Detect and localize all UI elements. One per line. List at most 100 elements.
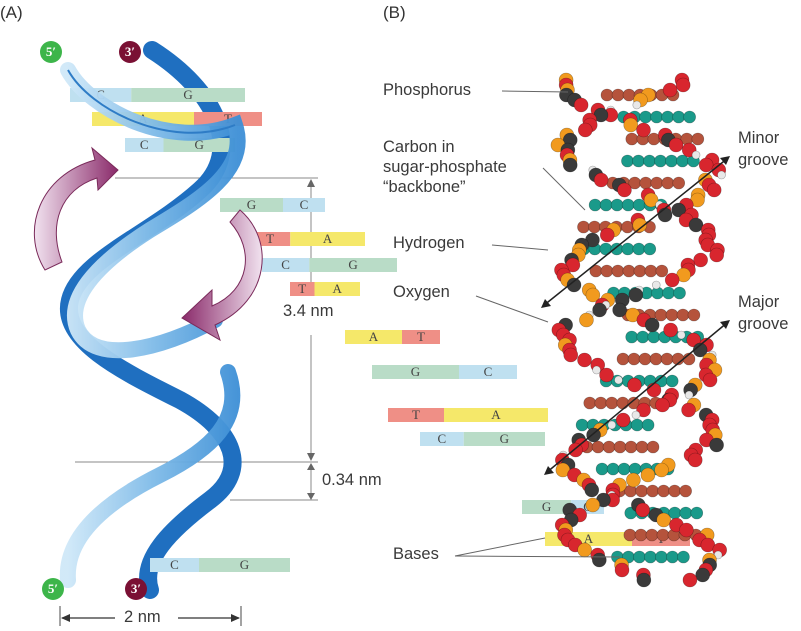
base-letter-right: G [500,431,509,446]
base-atom [654,308,668,322]
base-letter-left: T [266,231,274,246]
base-right [290,232,365,246]
base-atom [621,154,634,168]
base-atom [672,176,686,190]
base-atom [635,484,648,498]
oxygen-atom [681,402,696,418]
minor-groove-label-line1: Minor [738,129,780,147]
base-atom [575,418,589,432]
phosphorus-atom [623,117,639,133]
base-atom [655,264,669,278]
hydrogen-atom [607,420,617,430]
carbon-atom [562,157,578,173]
base-right [309,258,397,272]
base-atom [622,88,636,102]
turn-length-label: 3.4 nm [283,302,334,320]
base-right [459,365,517,379]
base-atom [683,110,696,124]
base-atom [632,154,645,168]
phosphorus-atom [585,287,601,303]
diameter-arrow-left [61,614,70,622]
minor-groove-arrowhead-down [541,299,551,308]
oxygen-atom [664,272,680,288]
phosphorus-atom [626,472,641,488]
oxygen-atom [577,352,592,368]
base-right [194,112,262,126]
five-prime-bottom-badge: 5′ [42,578,64,600]
minor-groove-arrow [542,157,729,307]
carbon-atom [671,202,686,218]
turn-dim-arrow-up [307,179,315,187]
base-atom [657,484,670,498]
hydrogen-atom [592,365,601,375]
base-atom [636,330,650,344]
oxygen-atom [686,332,701,348]
carbon-atom [695,567,710,583]
carbon-label-line2: sugar-phosphate [383,158,507,176]
carbon-atom [592,302,607,318]
base-letter-right: G [195,137,204,152]
base-left [372,365,459,379]
base-atom [591,440,605,454]
base-letter-right: A [333,281,343,296]
base-letter-left: G [247,197,256,212]
carbon-atom [591,552,607,568]
base-atom [646,440,660,454]
oxygen-atom [675,77,691,93]
base-atom [613,440,627,454]
base-letter-left: T [298,281,306,296]
panel-a-label: (A) [0,3,23,22]
base-letter-left: C [170,557,179,572]
base-right [163,138,235,152]
base-letter-right: G [183,87,192,102]
base-letter-left: A [584,531,594,546]
base-atom [616,396,630,410]
carbon-atom [628,287,644,303]
base-atom [649,352,663,366]
base-letter-right: G [348,257,357,272]
carbon-atom [636,572,652,588]
hydrogen-leader [491,244,549,251]
diameter-arrow-right [231,614,240,622]
base-atom [577,220,590,234]
base-atom [639,110,652,124]
base-atom [632,242,646,256]
base-atom [633,264,647,278]
base-atom [654,154,667,168]
oxygen-leader [475,295,549,323]
base-letter-right: A [491,407,501,422]
base-atom [641,418,655,432]
base-letter-right: G [240,557,249,572]
rotation-arrow-upper-left [33,146,119,271]
base-atom [676,308,690,322]
backbone-strand-light-edge [67,69,236,134]
phosphorus-leader [501,90,569,93]
panel-b-label: (B) [383,3,406,22]
oxygen-atom [636,122,651,138]
oxygen-atom [663,322,678,338]
base-atom [661,110,674,124]
atom-spheres [550,72,727,588]
carbon-atom [612,302,627,318]
major-groove-label-line1: Major [738,293,780,311]
base-atom [656,528,670,542]
oxygen-atom [615,412,631,428]
bases-leader-1 [454,537,546,557]
phosphorus-atom [643,192,659,208]
rise-dim-arrow-up [307,463,315,470]
oxygen-atom [709,247,725,263]
rotation-arrow-lower-right [181,209,263,342]
base-atom [600,264,614,278]
base-atom [668,506,682,520]
base-atom [630,418,644,432]
base-letter-left: T [412,407,420,422]
rise-per-base-label: 0.34 nm [322,471,382,489]
oxygen-label: Oxygen [393,283,450,301]
phosphorus-label: Phosphorus [383,81,472,99]
phosphorus-atom [640,467,656,483]
base-atom [617,462,631,476]
